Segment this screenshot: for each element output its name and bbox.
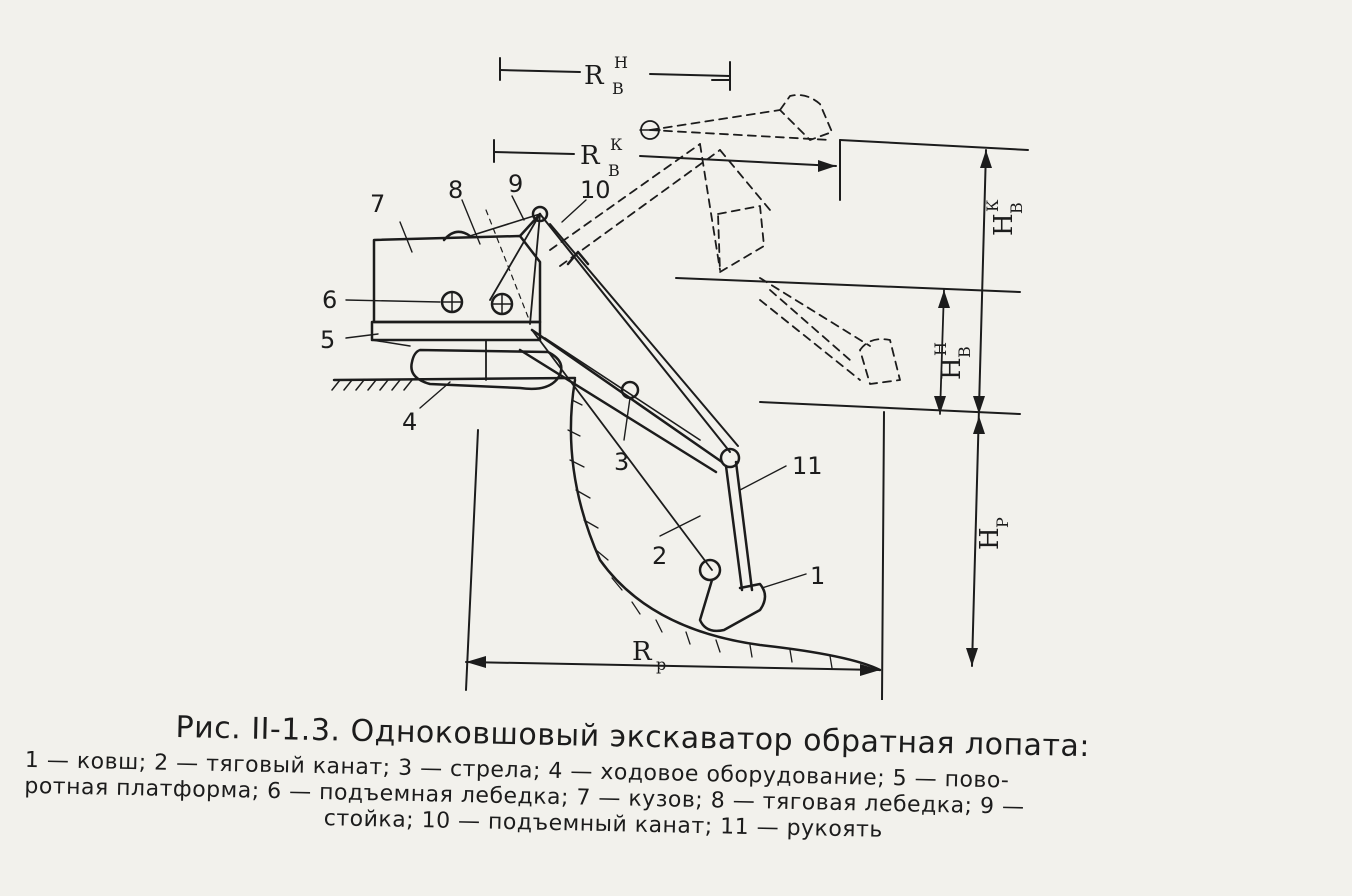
excavation-hatching xyxy=(567,399,833,669)
part-label-2: 2 xyxy=(652,542,667,570)
part-label-7: 7 xyxy=(370,190,385,218)
svg-text:Н: Н xyxy=(989,213,1019,236)
svg-text:К: К xyxy=(983,199,1002,212)
svg-text:Н: Н xyxy=(931,342,950,356)
stick xyxy=(698,460,754,592)
svg-text:В: В xyxy=(612,79,624,98)
svg-text:R: R xyxy=(584,61,605,91)
bucket xyxy=(698,578,767,633)
hoist-rope xyxy=(539,213,731,453)
part-label-1: 1 xyxy=(810,562,825,590)
dim-label-r-b-k: R К В xyxy=(580,135,623,180)
dim-label-r-p: R р xyxy=(632,637,666,674)
svg-text:R: R xyxy=(632,637,653,667)
rotary-platform xyxy=(370,320,542,342)
svg-text:В: В xyxy=(1007,202,1026,214)
part-label-10: 10 xyxy=(580,176,611,204)
traction-rope xyxy=(531,329,713,571)
excavator-body xyxy=(372,234,542,324)
part-label-11: 11 xyxy=(792,452,823,480)
traction-winch xyxy=(442,230,472,242)
svg-text:Н: Н xyxy=(975,527,1005,550)
dim-label-h-p: Н Р xyxy=(975,517,1012,550)
ground-surface xyxy=(331,376,577,391)
svg-text:р: р xyxy=(656,655,666,674)
excavator-diagram: 7 8 9 10 6 5 4 3 2 1 11 R Н В R К В xyxy=(320,53,1029,700)
boom xyxy=(518,250,741,474)
part-label-8: 8 xyxy=(448,176,463,204)
svg-text:К: К xyxy=(610,135,623,154)
svg-text:R: R xyxy=(580,141,601,171)
part-label-6: 6 xyxy=(322,286,337,314)
part-label-4: 4 xyxy=(402,408,417,436)
a-frame-stand xyxy=(489,205,549,325)
excavation-profile xyxy=(569,378,882,672)
svg-text:Н: Н xyxy=(614,53,628,72)
crawler-track xyxy=(410,339,563,391)
dim-label-h-b-h: Н Н В xyxy=(931,342,974,380)
dim-label-h-b-k: Н К В xyxy=(983,199,1026,236)
svg-text:В: В xyxy=(608,161,620,180)
part-label-3: 3 xyxy=(614,448,629,476)
figure-caption: Рис. II-1.3. Одноковшовый экскаватор обр… xyxy=(24,710,1316,853)
dashed-positions xyxy=(549,94,901,385)
svg-text:В: В xyxy=(955,346,974,358)
part-label-5: 5 xyxy=(320,326,335,354)
svg-text:Н: Н xyxy=(937,357,967,380)
svg-text:Р: Р xyxy=(993,517,1012,528)
dim-label-r-b-high: R Н В xyxy=(584,53,628,98)
part-label-9: 9 xyxy=(508,170,523,198)
